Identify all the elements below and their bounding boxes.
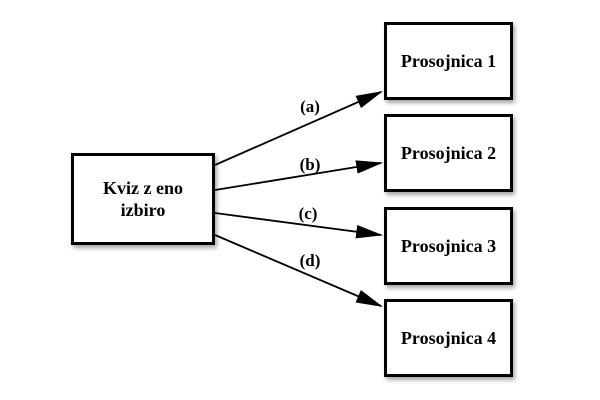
node-target-4: Prosojnica 4 bbox=[384, 299, 513, 377]
node-target-4-label: Prosojnica 4 bbox=[400, 327, 497, 348]
node-source-label: Kviz z eno izbiro bbox=[103, 177, 183, 221]
node-target-1-label: Prosojnica 1 bbox=[400, 50, 497, 71]
node-target-3-label: Prosojnica 3 bbox=[400, 235, 497, 256]
edge-label-d: (d) bbox=[299, 251, 321, 270]
edge-line-a bbox=[214, 91, 383, 166]
edge-label-b: (b) bbox=[299, 155, 321, 174]
edge-line-b bbox=[214, 160, 384, 191]
node-target-2: Prosojnica 2 bbox=[384, 114, 513, 192]
edge-line-d bbox=[214, 234, 383, 307]
edge-label-c: (c) bbox=[298, 204, 318, 223]
node-source: Kviz z eno izbiro bbox=[71, 153, 215, 245]
node-target-3: Prosojnica 3 bbox=[384, 207, 513, 285]
node-target-1: Prosojnica 1 bbox=[384, 22, 513, 100]
node-target-2-label: Prosojnica 2 bbox=[400, 142, 497, 163]
edge-label-a: (a) bbox=[300, 97, 320, 116]
